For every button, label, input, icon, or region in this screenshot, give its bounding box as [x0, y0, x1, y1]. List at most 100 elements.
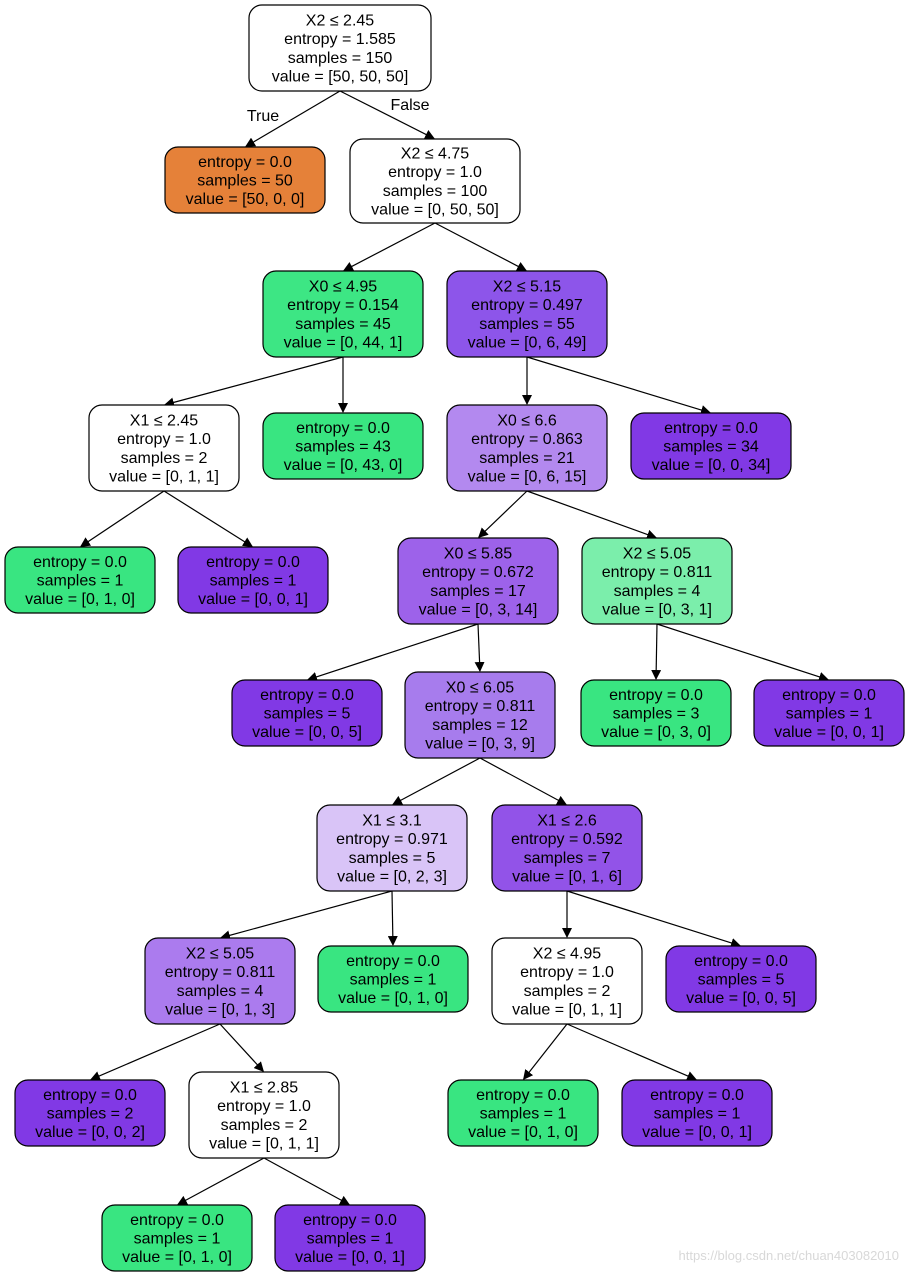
tree-edge: [164, 356, 344, 408]
node-text-line: value = [0, 3, 1]: [602, 601, 712, 618]
node-text-line: value = [0, 1, 1]: [109, 468, 219, 485]
node-box: [88, 404, 240, 492]
edge-arrow: [339, 90, 435, 140]
node-text-line: X2 ≤ 2.45: [306, 13, 374, 30]
tree-edge: [526, 356, 712, 415]
node-text-line: entropy = 0.0: [296, 420, 390, 437]
node-text-line: entropy = 1.0: [217, 1098, 311, 1115]
tree-edge: [479, 757, 567, 806]
node-text-line: value = [0, 1, 0]: [122, 1249, 232, 1266]
tree-edge: [307, 623, 479, 682]
edge-arrow: [474, 623, 485, 672]
edge-arrow: [79, 490, 165, 548]
edge-arrow: [244, 90, 341, 148]
edge-arrow: [392, 757, 481, 806]
node-text-line: entropy = 1.0: [117, 431, 211, 448]
edge-label-false: False: [390, 97, 429, 114]
node-box: [580, 679, 732, 747]
node-text-line: samples = 4: [614, 583, 701, 600]
node-text-line: value = [0, 1, 1]: [209, 1135, 319, 1152]
node-text-line: samples = 2: [121, 450, 208, 467]
node-text-line: value = [50, 50, 50]: [272, 68, 409, 85]
edge-arrow: [522, 1023, 568, 1080]
node-text-line: samples = 5: [264, 706, 351, 723]
node-text-line: entropy = 0.811: [602, 564, 713, 581]
tree-edge: [89, 1023, 221, 1081]
node-text-line: samples = 17: [430, 583, 526, 600]
node-box: [316, 804, 468, 892]
node-box: [164, 146, 326, 214]
node-box: [446, 270, 608, 358]
node-text-line: X1 ≤ 2.45: [130, 413, 198, 430]
node-text-line: X1 ≤ 2.6: [537, 813, 597, 830]
node-box: [630, 412, 792, 480]
node-text-line: value = [0, 1, 0]: [25, 591, 135, 608]
tree-edge: [477, 490, 528, 539]
node-text-line: entropy = 0.0: [650, 1087, 744, 1104]
edge-arrow: [164, 356, 344, 408]
tree-edge: [163, 490, 254, 548]
node-text-line: samples = 1: [654, 1106, 741, 1123]
node-text-line: samples = 50: [197, 173, 293, 190]
node-text-line: value = [0, 1, 0]: [468, 1124, 578, 1141]
node-text-line: value = [0, 43, 0]: [284, 457, 403, 474]
node-text-line: entropy = 1.0: [388, 164, 482, 181]
node-text-line: samples = 100: [383, 183, 488, 200]
node-text-line: value = [0, 1, 3]: [165, 1001, 275, 1018]
edge-arrow: [263, 1157, 351, 1206]
node-box: [446, 404, 608, 492]
tree-edge: [522, 1023, 568, 1080]
tree-edge: [651, 623, 662, 681]
edge-arrow: [307, 623, 479, 682]
node-text-line: entropy = 0.863: [471, 431, 583, 448]
node-text-line: entropy = 0.672: [422, 564, 534, 581]
node-box: [14, 1079, 166, 1147]
node-text-line: entropy = 0.811: [425, 698, 536, 715]
node-text-line: X0 ≤ 6.6: [497, 413, 557, 430]
node-box: [317, 945, 469, 1013]
node-box: [177, 546, 329, 614]
node-text-line: value = [0, 0, 34]: [652, 457, 771, 474]
node-text-line: samples = 1: [786, 706, 873, 723]
edge-arrow: [526, 356, 712, 415]
node-text-line: samples = 1: [37, 573, 124, 590]
node-text-line: samples = 21: [479, 450, 575, 467]
node-box: [581, 537, 733, 625]
node-text-line: samples = 4: [177, 983, 264, 1000]
node-text-line: entropy = 0.0: [782, 687, 876, 704]
node-text-line: value = [0, 44, 1]: [284, 334, 403, 351]
tree-edge: [526, 490, 657, 540]
node-text-line: value = [50, 0, 0]: [186, 191, 305, 208]
edge-arrow: [566, 1023, 698, 1081]
node-text-line: value = [0, 0, 1]: [774, 724, 884, 741]
node-text-line: entropy = 0.0: [664, 420, 758, 437]
node-text-line: samples = 150: [288, 50, 393, 67]
node-text-line: value = [0, 1, 0]: [338, 990, 448, 1007]
watermark-text: https://blog.csdn.net/chuan403082010: [678, 1248, 899, 1263]
edge-arrow: [387, 890, 398, 947]
node-text-line: entropy = 0.154: [287, 297, 399, 314]
node-text-line: X2 ≤ 4.75: [401, 146, 469, 163]
node-text-line: entropy = 0.0: [609, 687, 703, 704]
node-text-line: samples = 34: [663, 439, 759, 456]
node-box: [262, 412, 424, 480]
node-box: [144, 937, 296, 1025]
node-box: [665, 945, 817, 1013]
node-text-line: value = [0, 0, 1]: [198, 591, 308, 608]
